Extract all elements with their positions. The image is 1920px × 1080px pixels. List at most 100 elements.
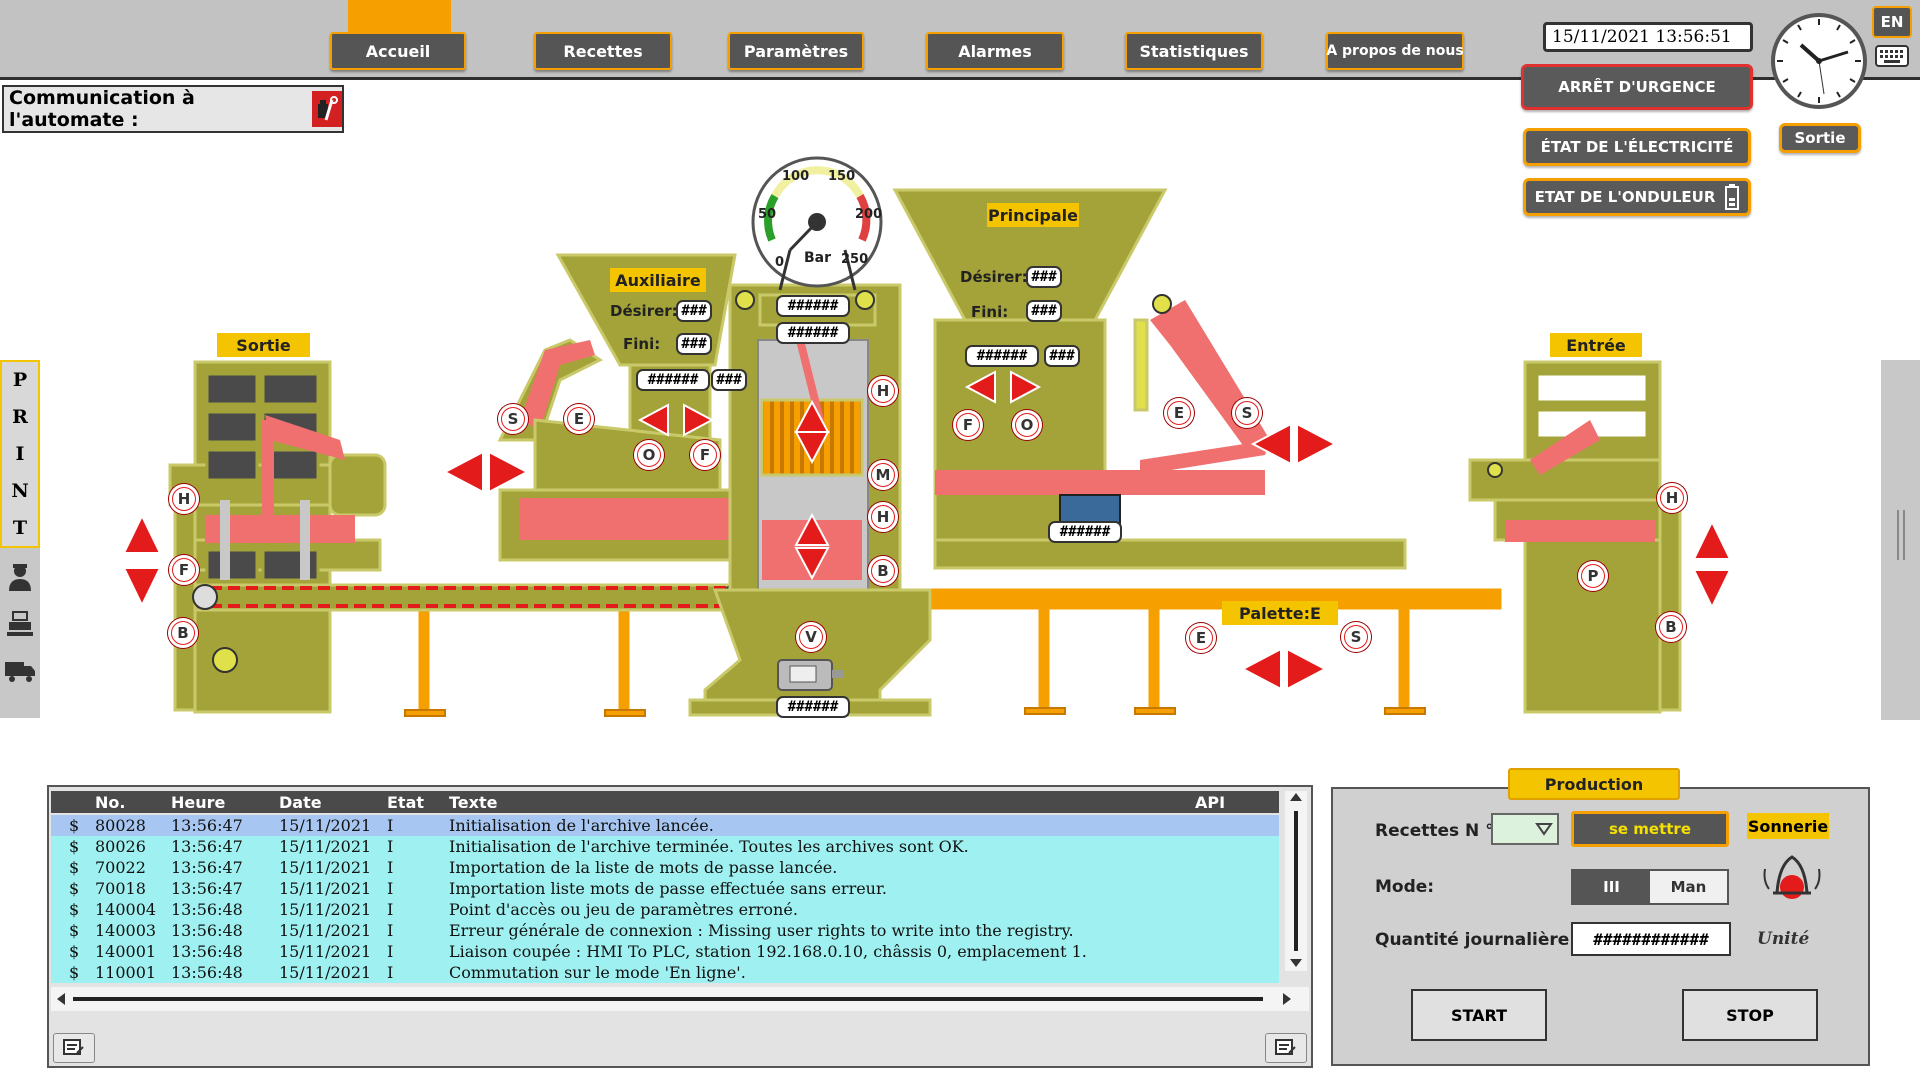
marker-b[interactable]: B [168, 618, 198, 648]
marker-h[interactable]: H [868, 502, 898, 532]
auxiliary-hopper-label: Auxiliaire [610, 268, 706, 292]
marker-e[interactable]: E [1164, 398, 1194, 428]
language-button[interactable]: EN [1872, 6, 1912, 38]
nav-recettes[interactable]: Recettes [534, 32, 672, 70]
col-time[interactable]: Heure [171, 792, 226, 812]
col-no[interactable]: No. [95, 792, 126, 812]
operator-icon[interactable] [6, 562, 34, 592]
alarm-cell-date: 15/11/2021 [279, 921, 372, 940]
mode-manual-option[interactable]: Man [1650, 871, 1727, 903]
marker-b[interactable]: B [868, 556, 898, 586]
gauge-tick: 200 [855, 207, 883, 222]
mode-auto-option[interactable]: III [1573, 871, 1650, 903]
marker-e[interactable]: E [564, 404, 594, 434]
datetime-display: 15/11/2021 13:56:51 [1543, 22, 1753, 52]
plc-status-icon [312, 91, 342, 127]
alarm-cell-state: I [387, 921, 394, 940]
production-title: Production [1508, 768, 1680, 800]
emergency-stop-button[interactable]: ARRÊT D'URGENCE [1521, 64, 1753, 110]
apply-recipe-button[interactable]: se mettre [1571, 811, 1729, 847]
marker-f[interactable]: F [690, 440, 720, 470]
marker-p[interactable]: P [1578, 561, 1608, 591]
alarm-cell-time: 13:56:47 [171, 837, 243, 856]
col-text[interactable]: Texte [449, 792, 498, 812]
marker-v[interactable]: V [796, 622, 826, 652]
list-edit-icon [1275, 1039, 1296, 1055]
truck-icon[interactable] [4, 658, 36, 684]
stop-button[interactable]: STOP [1682, 989, 1818, 1041]
marker-m[interactable]: M [868, 460, 898, 490]
col-api[interactable]: API [1195, 792, 1226, 812]
print-letter: R [12, 406, 28, 429]
marker-letter: V [800, 626, 822, 648]
recipe-select[interactable] [1491, 813, 1559, 845]
nav-alarmes[interactable]: Alarmes [926, 32, 1064, 70]
marker-f[interactable]: F [953, 410, 983, 440]
marker-h[interactable]: H [1657, 483, 1687, 513]
print-letter: P [12, 369, 28, 392]
print-letter: I [15, 442, 25, 465]
exit-button[interactable]: Sortie [1779, 123, 1861, 153]
marker-e[interactable]: E [1186, 623, 1216, 653]
print-letter: T [12, 516, 28, 539]
motor-vibration-value: ###### [776, 696, 850, 718]
aux-counter-small: ### [711, 369, 747, 391]
marker-s[interactable]: S [498, 404, 528, 434]
marker-o[interactable]: O [634, 440, 664, 470]
col-state[interactable]: Etat [387, 792, 425, 812]
right-collapse-panel[interactable] [1881, 360, 1920, 720]
side-toolbar [0, 548, 40, 718]
alarm-cell-text: Initialisation de l'archive terminée. To… [449, 837, 969, 856]
ups-status-button[interactable]: ETAT DE L'ONDULEUR [1523, 178, 1751, 216]
alarm-cell-time: 13:56:48 [171, 963, 243, 982]
marker-h[interactable]: H [169, 484, 199, 514]
alarm-horizontal-scrollbar[interactable] [51, 987, 1309, 1011]
nav-statistiques[interactable]: Statistiques [1125, 32, 1263, 70]
aux-counter-value: ###### [636, 369, 710, 391]
col-date[interactable]: Date [279, 792, 322, 812]
alarm-acknowledge-button[interactable] [53, 1033, 95, 1063]
nav-accueil[interactable]: Accueil [330, 32, 466, 70]
alarm-cell-text: Point d'accès ou jeu de paramètres erron… [449, 900, 798, 919]
pallet-label: Palette:E [1222, 601, 1338, 625]
nav-parametres[interactable]: Paramètres [728, 32, 864, 70]
electricity-status-button[interactable]: ÉTAT DE L'ÉLECTRICITÉ [1523, 128, 1751, 166]
alarm-cell-state: I [387, 816, 394, 835]
main-desired-value[interactable]: ### [1026, 266, 1062, 288]
marker-h[interactable]: H [868, 376, 898, 406]
active-tab-indicator [348, 0, 451, 34]
ups-status-label: ETAT DE L'ONDULEUR [1534, 188, 1716, 206]
alarm-cell-flag: $ [69, 900, 80, 919]
gauge-tick: 250 [841, 252, 869, 267]
gauge-unit: Bar [804, 250, 832, 266]
marker-b[interactable]: B [1656, 612, 1686, 642]
marker-f[interactable]: F [169, 555, 199, 585]
alarm-vertical-scrollbar[interactable] [1285, 791, 1307, 971]
marker-s[interactable]: S [1341, 622, 1371, 652]
aux-desired-value[interactable]: ### [676, 300, 712, 322]
pallet-stack-icon[interactable] [5, 610, 35, 640]
alarm-cell-text: Erreur générale de connexion : Missing u… [449, 921, 1074, 940]
marker-s[interactable]: S [1232, 398, 1262, 428]
input-stacker-label: Entrée [1550, 333, 1642, 357]
start-button[interactable]: START [1411, 989, 1547, 1041]
bell-icon[interactable] [1759, 845, 1825, 909]
marker-letter: F [957, 414, 979, 436]
daily-quantity-field[interactable]: ############ [1571, 922, 1731, 956]
motor-main-value: ###### [1048, 521, 1122, 543]
alarm-edit-button[interactable] [1265, 1033, 1307, 1063]
mode-toggle[interactable]: III Man [1571, 869, 1729, 905]
marker-o[interactable]: O [1012, 410, 1042, 440]
keyboard-icon[interactable] [1874, 43, 1910, 69]
print-button[interactable]: P R I N T [0, 360, 40, 548]
nav-a-propos[interactable]: A propos de nous [1326, 32, 1464, 70]
